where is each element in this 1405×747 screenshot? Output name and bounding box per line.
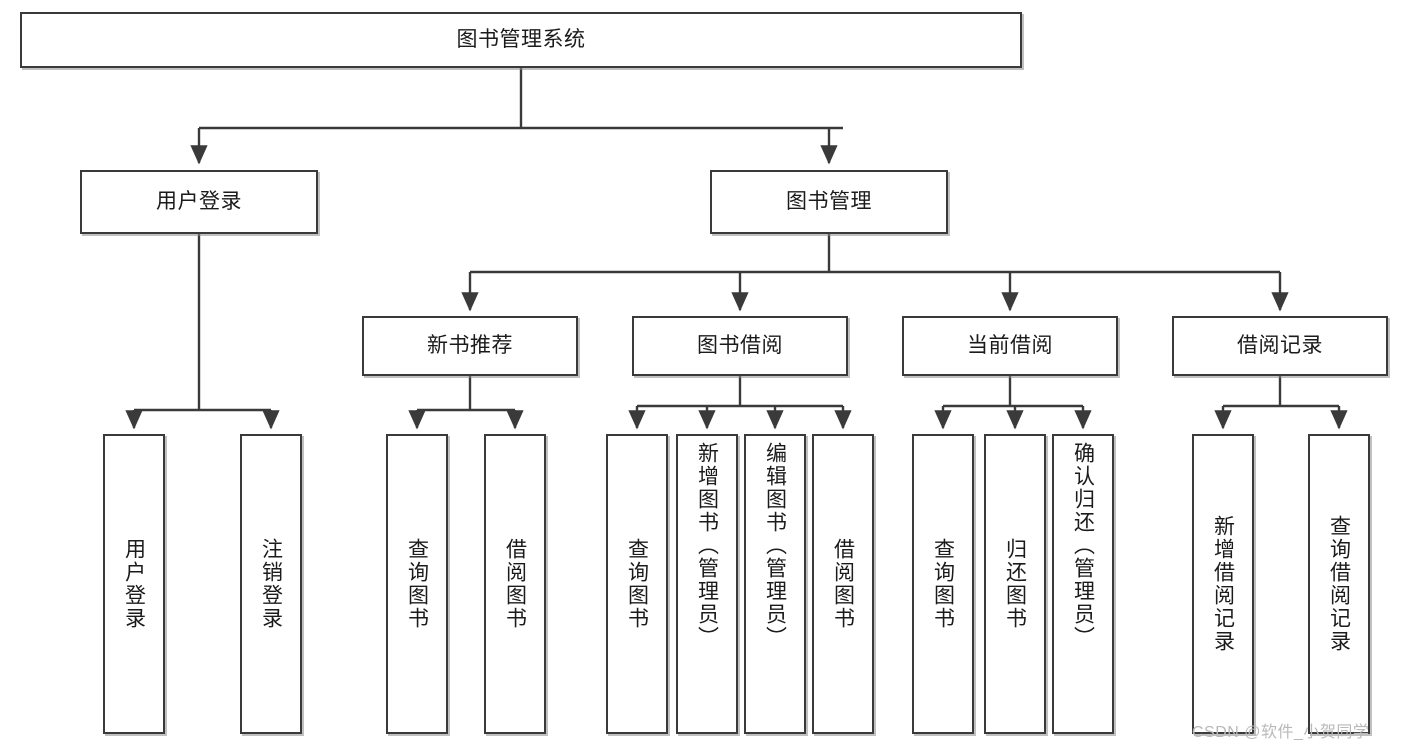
node-user-login-label: 用户登录 [156, 190, 242, 214]
node-leaf-query-book-1[interactable]: 查询图书 [386, 434, 448, 734]
node-borrow-record-label: 借阅记录 [1237, 334, 1323, 358]
node-leaf-borrow-book-1-label: 借阅图书 [503, 538, 527, 630]
node-root-label: 图书管理系统 [456, 28, 586, 52]
node-current-borrow[interactable]: 当前借阅 [902, 316, 1118, 376]
edge-bookmanagement-to-level3 [461, 234, 1289, 312]
edge-newbook-to-leaves [408, 376, 524, 430]
node-leaf-add-record[interactable]: 新增借阅记录 [1192, 434, 1254, 734]
node-leaf-logout-label: 注销登录 [259, 538, 283, 630]
node-leaf-query-record[interactable]: 查询借阅记录 [1308, 434, 1370, 734]
edge-borrowrecord-to-leaves [1214, 376, 1348, 430]
node-leaf-confirm-return[interactable]: 确认归还（管理员） [1052, 434, 1114, 734]
node-leaf-query-book-3-label: 查询图书 [931, 538, 955, 630]
node-leaf-logout[interactable]: 注销登录 [240, 434, 302, 734]
node-leaf-borrow-book-1[interactable]: 借阅图书 [484, 434, 546, 734]
node-leaf-query-book-1-label: 查询图书 [405, 538, 429, 630]
node-borrow-record[interactable]: 借阅记录 [1172, 316, 1388, 376]
node-current-borrow-label: 当前借阅 [967, 334, 1053, 358]
node-leaf-add-book-label: 新增图书（管理员） [695, 442, 719, 649]
csdn-watermark: CSDN @软件_小贺同学 [1192, 724, 1370, 741]
node-leaf-return-book-label: 归还图书 [1003, 538, 1027, 630]
node-leaf-edit-book[interactable]: 编辑图书（管理员） [744, 434, 806, 734]
node-new-book-recommend[interactable]: 新书推荐 [362, 316, 578, 376]
node-leaf-borrow-book-2[interactable]: 借阅图书 [812, 434, 874, 734]
edge-root-to-level2 [190, 68, 843, 165]
node-leaf-query-book-2[interactable]: 查询图书 [606, 434, 668, 734]
edge-userlogin-to-leaves [125, 234, 280, 430]
edge-currentborrow-to-leaves [934, 376, 1092, 430]
node-root[interactable]: 图书管理系统 [20, 12, 1022, 68]
node-book-borrow[interactable]: 图书借阅 [632, 316, 848, 376]
edge-bookborrow-to-leaves [628, 376, 852, 430]
node-book-management[interactable]: 图书管理 [710, 170, 948, 234]
node-leaf-query-book-2-label: 查询图书 [625, 538, 649, 630]
node-leaf-add-record-label: 新增借阅记录 [1211, 515, 1235, 653]
node-leaf-borrow-book-2-label: 借阅图书 [831, 538, 855, 630]
node-leaf-query-book-3[interactable]: 查询图书 [912, 434, 974, 734]
node-leaf-user-login[interactable]: 用户登录 [103, 434, 165, 734]
node-leaf-query-record-label: 查询借阅记录 [1327, 515, 1351, 653]
node-user-login[interactable]: 用户登录 [80, 170, 318, 234]
node-leaf-confirm-return-label: 确认归还（管理员） [1071, 442, 1095, 649]
node-new-book-recommend-label: 新书推荐 [427, 334, 513, 358]
node-book-management-label: 图书管理 [786, 190, 872, 214]
node-leaf-user-login-label: 用户登录 [122, 538, 146, 630]
node-leaf-return-book[interactable]: 归还图书 [984, 434, 1046, 734]
node-leaf-edit-book-label: 编辑图书（管理员） [763, 442, 787, 649]
node-leaf-add-book[interactable]: 新增图书（管理员） [676, 434, 738, 734]
node-book-borrow-label: 图书借阅 [697, 334, 783, 358]
